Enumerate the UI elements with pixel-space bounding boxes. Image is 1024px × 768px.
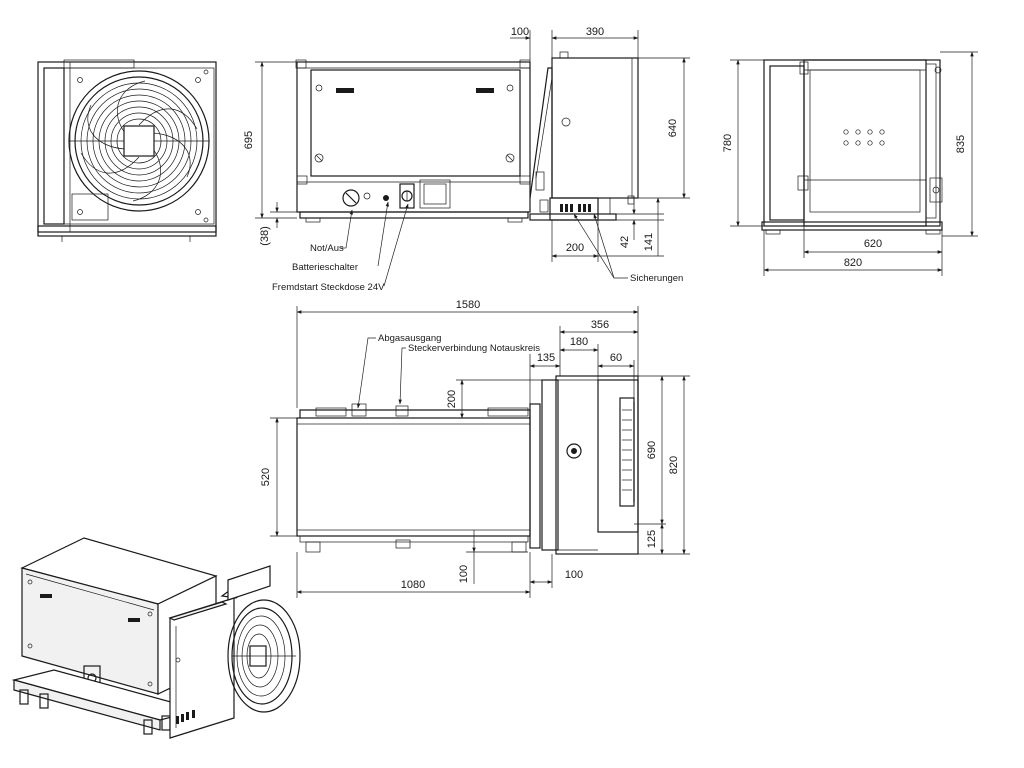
dim-rear-820: 820 bbox=[844, 257, 862, 269]
dim-plan-820: 820 bbox=[668, 456, 680, 474]
plan-view bbox=[296, 375, 639, 555]
label-abgasausgang: Abgasausgang bbox=[378, 333, 441, 344]
side-view bbox=[529, 51, 639, 221]
dim-plan-690: 690 bbox=[646, 441, 658, 459]
dim-plan-1580: 1580 bbox=[456, 299, 480, 311]
fan-icon bbox=[68, 70, 210, 212]
dim-plan-1080: 1080 bbox=[401, 579, 425, 591]
dim-plan-135: 135 bbox=[537, 352, 555, 364]
dim-rear-780: 780 bbox=[722, 134, 734, 152]
dim-plan-60: 60 bbox=[610, 352, 622, 364]
socket-icon bbox=[399, 183, 415, 209]
dim-front-38: (38) bbox=[259, 226, 271, 246]
dim-plan-200: 200 bbox=[446, 390, 458, 408]
dim-plan-356: 356 bbox=[591, 319, 609, 331]
label-fremdstart: Fremdstart Steckdose 24V bbox=[272, 282, 385, 293]
callout-labels: Not/Aus Batterieschalter Fremdstart Stec… bbox=[272, 243, 683, 354]
dim-front-695: 695 bbox=[243, 131, 255, 149]
dim-side-141: 141 bbox=[643, 233, 655, 251]
dim-top-390: 390 bbox=[586, 26, 604, 38]
rear-connector-grid bbox=[843, 129, 885, 146]
emergency-stop-icon bbox=[342, 189, 360, 207]
iso-fan-icon bbox=[227, 599, 301, 713]
dim-plan-520: 520 bbox=[260, 468, 272, 486]
plan-exhaust-connector-icon bbox=[566, 443, 582, 459]
label-batterieschalter: Batterieschalter bbox=[292, 262, 358, 273]
fuse-icon bbox=[560, 204, 591, 212]
dim-side-42: 42 bbox=[619, 236, 631, 248]
rear-view bbox=[761, 59, 943, 235]
dim-top-100: 100 bbox=[511, 26, 529, 38]
dimension-values: 100 390 695 (38) 640 42 141 200 780 835 … bbox=[243, 26, 967, 591]
label-steckerverbindung: Steckerverbindung Notauskreis bbox=[408, 343, 540, 354]
dim-rear-620: 620 bbox=[864, 238, 882, 250]
dim-plan-100-right: 100 bbox=[565, 569, 583, 581]
label-sicherungen: Sicherungen bbox=[630, 273, 683, 284]
isometric-view bbox=[11, 537, 301, 739]
label-leaders bbox=[340, 201, 628, 409]
dim-plan-100-left: 100 bbox=[458, 565, 470, 583]
dim-rear-835: 835 bbox=[955, 135, 967, 153]
label-not-aus: Not/Aus bbox=[310, 243, 344, 254]
left-end-view bbox=[37, 59, 217, 242]
front-view bbox=[295, 59, 531, 223]
dim-plan-180: 180 bbox=[570, 336, 588, 348]
dim-side-640: 640 bbox=[667, 119, 679, 137]
dim-side-200: 200 bbox=[566, 242, 584, 254]
dim-plan-125: 125 bbox=[646, 530, 658, 548]
dimension-lines bbox=[255, 30, 978, 598]
